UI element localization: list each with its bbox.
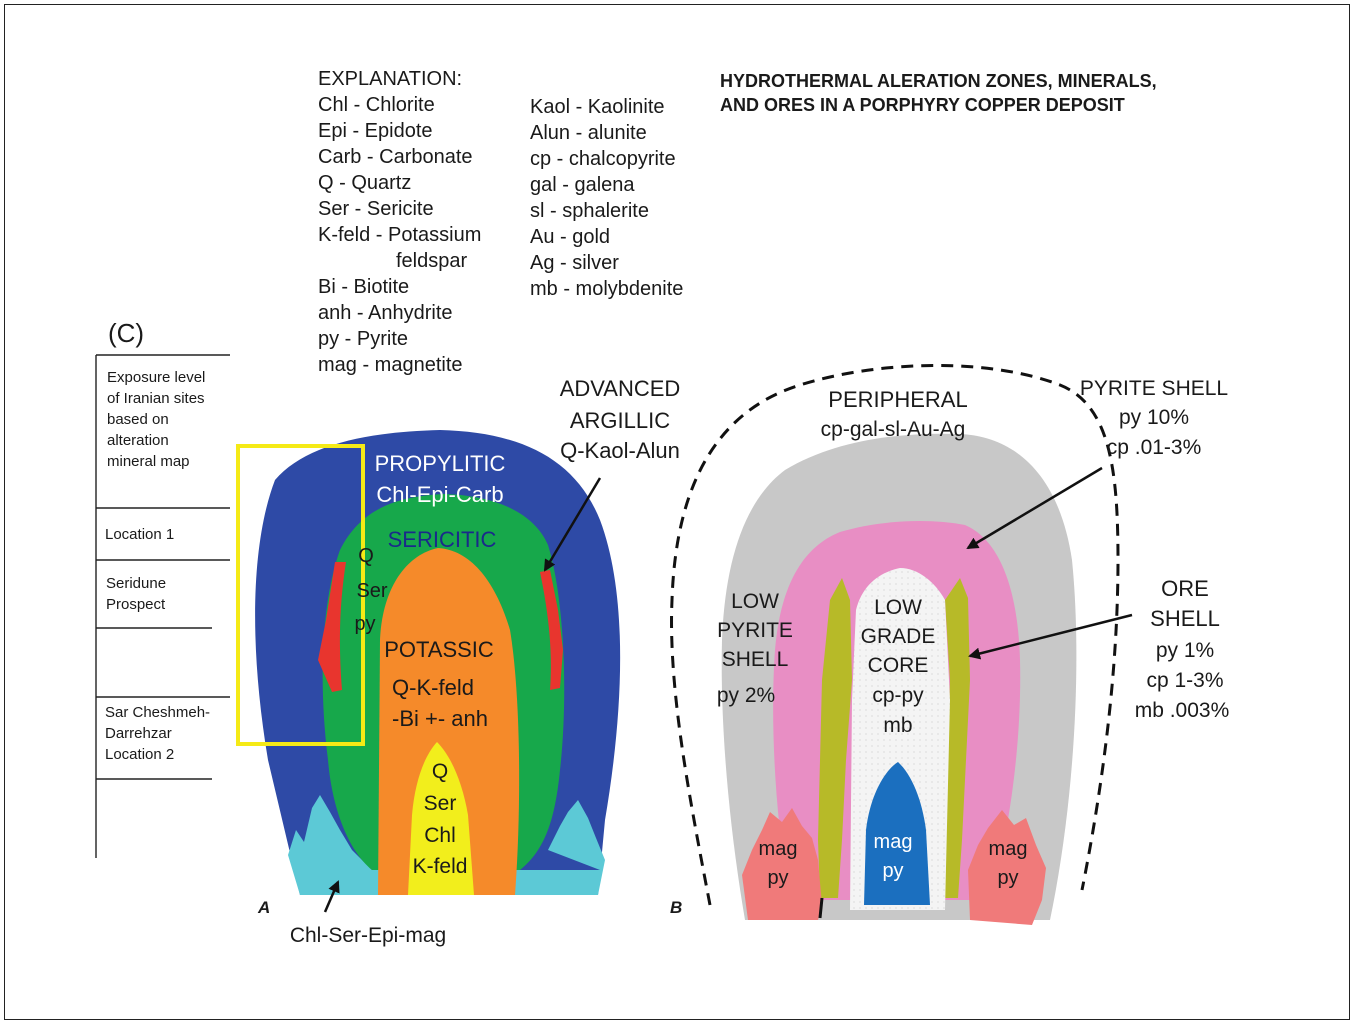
potassic-label: POTASSIC <box>384 637 494 662</box>
diagram-b-letter: B <box>670 898 682 917</box>
low-pyrite-label: LOW <box>731 590 779 613</box>
diagram-a-letter: A <box>257 898 270 917</box>
potassic-minerals: Q-K-feld <box>392 675 474 700</box>
exposure-column-lines <box>96 355 230 858</box>
advanced-argillic-minerals: Q-Kaol-Alun <box>560 438 680 463</box>
peripheral-minerals: cp-gal-sl-Au-Ag <box>821 418 966 441</box>
propylitic-label: PROPYLITIC <box>375 451 506 476</box>
mag-right-label: mag <box>989 838 1028 860</box>
mag-core-label: mag <box>874 831 913 853</box>
mag-core-label: py <box>882 860 903 882</box>
mag-left-label: py <box>767 867 788 889</box>
advanced-argillic-label: ADVANCED <box>560 376 681 401</box>
core-mineral: Ser <box>424 792 457 815</box>
core-mineral: K-feld <box>413 855 468 878</box>
low-pyrite-value: py 2% <box>717 684 775 707</box>
base-label: Chl-Ser-Epi-mag <box>290 924 446 947</box>
low-grade-minerals: mb <box>883 714 912 737</box>
low-pyrite-label: SHELL <box>722 648 789 671</box>
peripheral-label: PERIPHERAL <box>828 387 967 412</box>
low-grade-label: CORE <box>868 654 929 677</box>
ore-shell-value: mb .003% <box>1135 699 1230 722</box>
low-grade-label: LOW <box>874 596 922 619</box>
diagram-a: PROPYLITIC Chl-Epi-Carb SERICITIC Q Ser … <box>238 376 680 947</box>
propylitic-minerals: Chl-Epi-Carb <box>376 482 503 507</box>
sericitic-mineral: Q <box>358 545 374 567</box>
core-mineral: Chl <box>424 824 456 847</box>
ore-shell-label: SHELL <box>1150 606 1220 631</box>
core-mineral: Q <box>432 760 448 783</box>
ore-shell-value: cp 1-3% <box>1146 669 1223 692</box>
low-grade-label: GRADE <box>861 625 936 648</box>
pyrite-shell-value: cp .01-3% <box>1107 436 1202 459</box>
ore-shell-value: py 1% <box>1156 639 1214 662</box>
mag-left-label: mag <box>759 838 798 860</box>
diagram-b: PERIPHERAL cp-gal-sl-Au-Ag PYRITE SHELL … <box>670 365 1229 925</box>
pyrite-shell-label: PYRITE SHELL <box>1080 377 1228 400</box>
short-marker <box>820 898 822 918</box>
advanced-argillic-label: ARGILLIC <box>570 408 670 433</box>
sericitic-mineral: py <box>354 613 375 635</box>
low-grade-minerals: cp-py <box>872 684 924 707</box>
sericitic-label: SERICITIC <box>388 527 497 552</box>
low-pyrite-label: PYRITE <box>717 619 793 642</box>
mag-right-label: py <box>997 867 1018 889</box>
potassic-minerals: -Bi +- anh <box>392 706 488 731</box>
pyrite-shell-value: py 10% <box>1119 406 1189 429</box>
sericitic-mineral: Ser <box>356 580 387 602</box>
ore-shell-label: ORE <box>1161 576 1209 601</box>
